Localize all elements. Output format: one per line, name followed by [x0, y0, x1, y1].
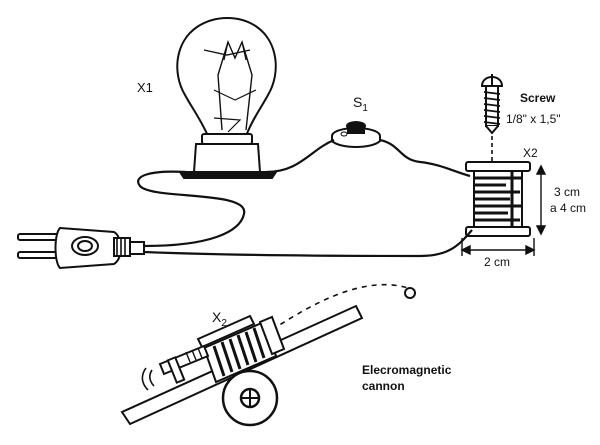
coil-height-dimension: [535, 164, 547, 236]
cannon-title-line2: cannon: [362, 379, 405, 393]
lamp-base: [178, 133, 278, 179]
projectile: [404, 287, 416, 299]
cannon-coil-label: X2: [212, 309, 227, 329]
wires: [137, 138, 473, 258]
vibration-marks: [141, 367, 155, 391]
cannon-title-line1: Elecromagnetic: [362, 363, 452, 377]
coil-x2: [465, 161, 531, 237]
coil-width-label: 2 cm: [484, 255, 510, 269]
screw-title: Screw: [520, 91, 556, 105]
screw-size: 1/8" x 1,5": [506, 112, 561, 126]
switch-s1: [331, 121, 381, 148]
coil-height-line1: 3 cm: [554, 185, 580, 199]
screw: [480, 74, 504, 164]
coil-height-line2: a 4 cm: [550, 201, 586, 215]
switch-label: S1: [353, 94, 368, 114]
cannon-plunger: [158, 344, 210, 384]
projectile-trajectory: [271, 283, 409, 331]
lamp-label: X1: [137, 80, 153, 95]
cannon-wheel: [221, 369, 279, 427]
power-plug: [17, 226, 145, 270]
coil-width-dimension: [460, 238, 536, 256]
cannon-coil: [196, 314, 286, 384]
lamp-bulb: [176, 17, 277, 137]
coil-label: X2: [523, 146, 538, 160]
